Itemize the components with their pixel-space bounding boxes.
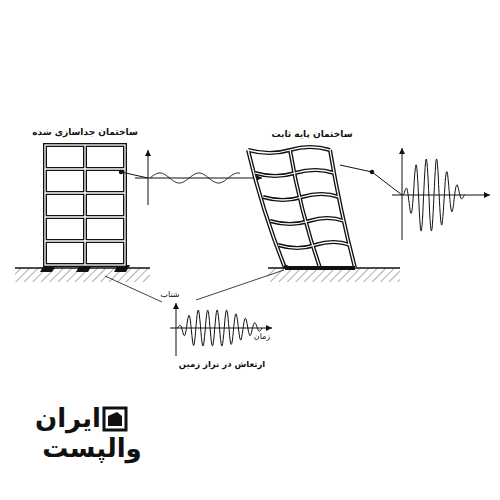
axis-label: شتاب <box>159 291 180 300</box>
graph-caption: ارتعاش در تراز زمین <box>178 360 266 369</box>
logo-icon <box>104 408 126 430</box>
axis-label: زمان <box>253 333 271 342</box>
building-title: ساختمان پایه ثابت <box>270 130 353 140</box>
logo-text: ایران <box>34 404 102 433</box>
building-title: ساختمان جداسازی شده <box>31 128 139 138</box>
logo-text: والپست <box>41 434 142 463</box>
